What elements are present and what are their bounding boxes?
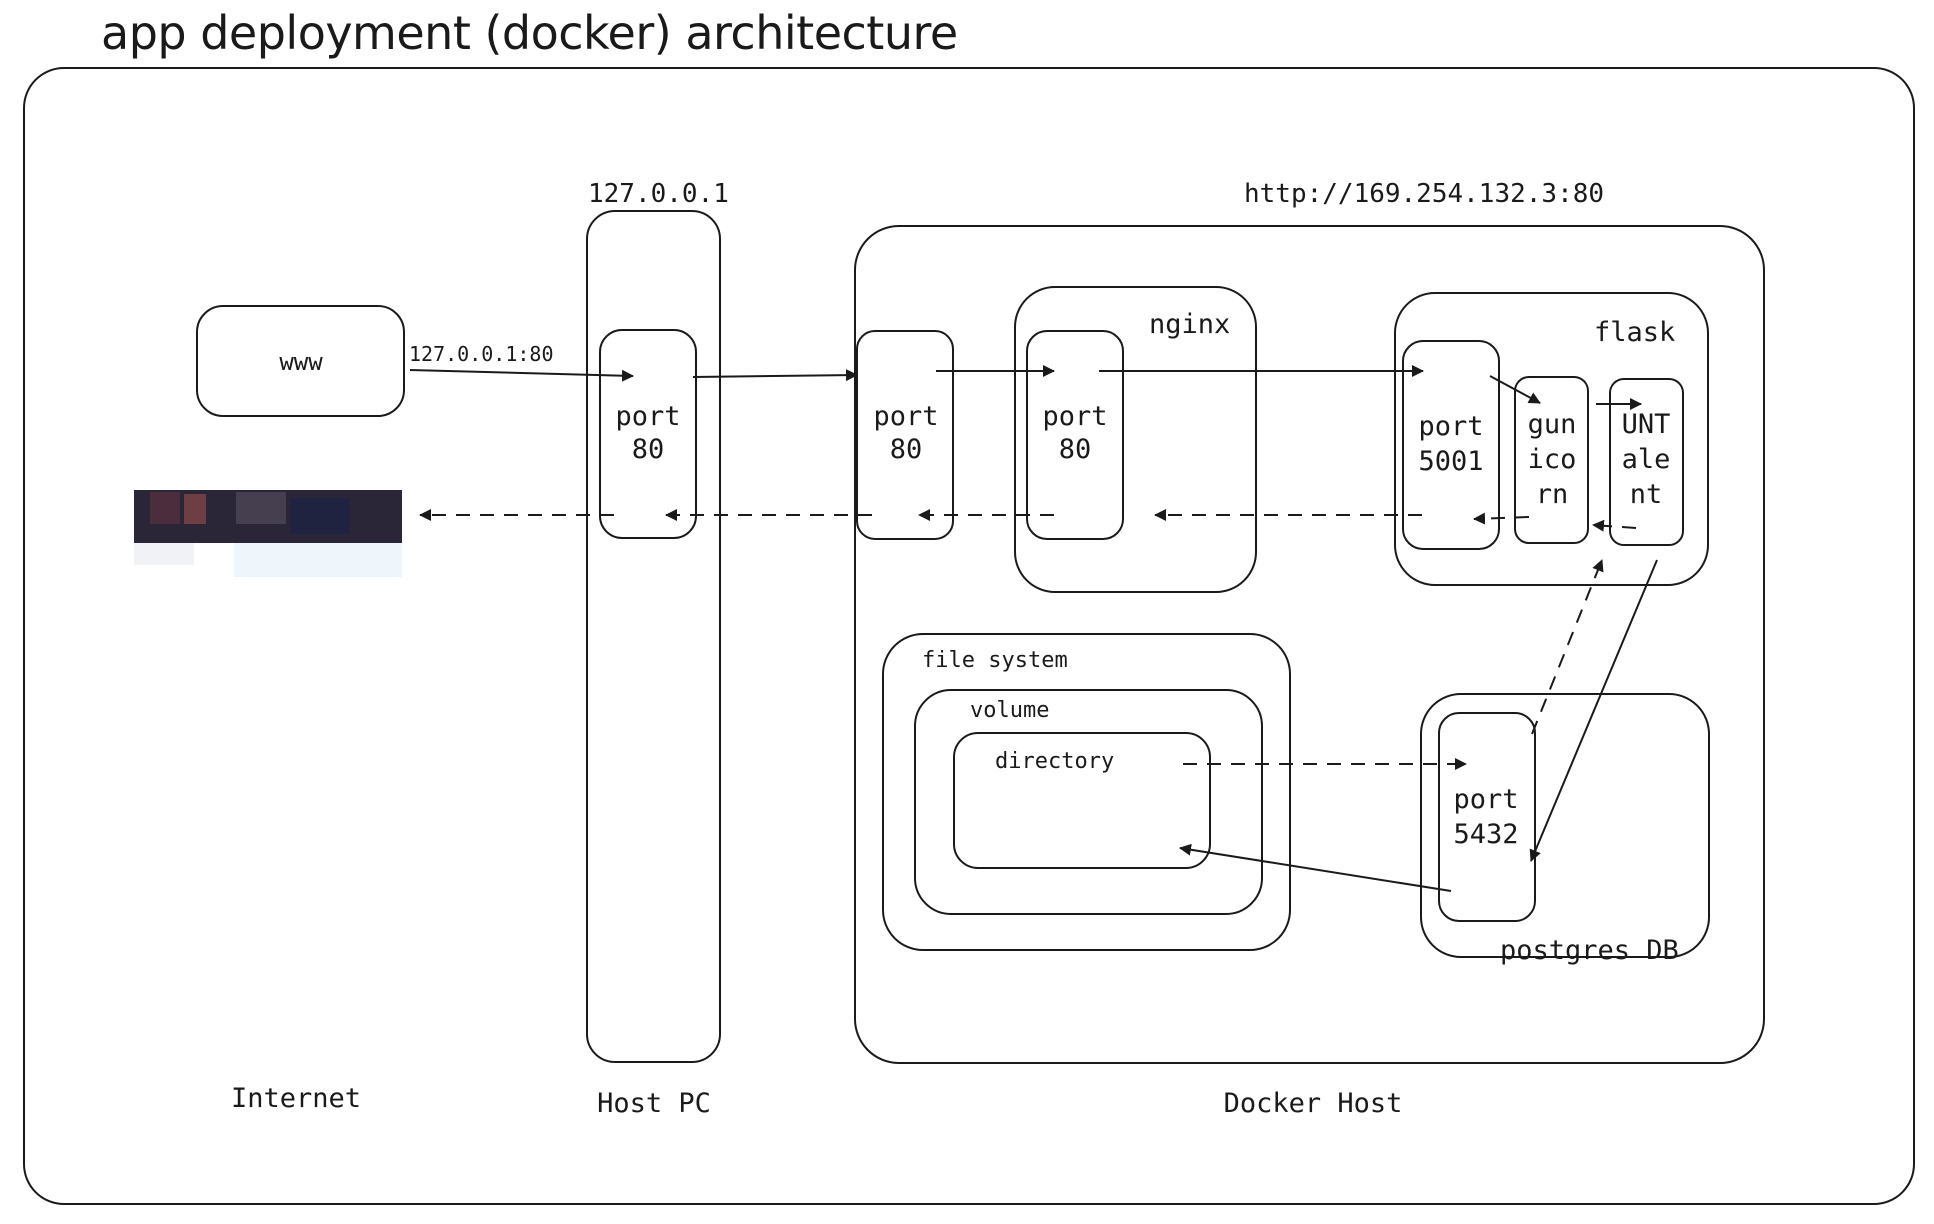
nginx-container xyxy=(1014,286,1257,593)
nginx-port-80 xyxy=(1026,330,1124,540)
postgres-container xyxy=(1420,693,1710,958)
www-address-label: 127.0.0.1:80 xyxy=(409,342,554,366)
gunicorn-label-line3: rn xyxy=(1536,479,1569,510)
flask-port-5001 xyxy=(1402,340,1500,550)
response-arrow-postgres-to-untalent xyxy=(1531,559,1604,735)
gunicorn-label-line2: ico xyxy=(1528,444,1577,475)
write-arrow-postgres-to-directory xyxy=(1179,843,1452,892)
untalent-node xyxy=(1609,378,1684,546)
host-port-label-line2: 80 xyxy=(632,434,665,465)
volume-label: volume xyxy=(970,698,1049,723)
untalent-label-line2: ale xyxy=(1622,444,1671,475)
file-system-label: file system xyxy=(922,648,1068,673)
docker-host-zone-label: Docker Host xyxy=(1224,1088,1403,1119)
flask-port-label-line2: 5001 xyxy=(1418,446,1483,477)
postgres-port-label-line2: 5432 xyxy=(1453,819,1518,850)
response-arrow-gunicorn-to-flask xyxy=(1473,512,1530,525)
flask-label: flask xyxy=(1594,317,1675,348)
docker-host-address: http://169.254.132.3:80 xyxy=(1244,179,1604,209)
request-arrow-flask-to-gunicorn xyxy=(1489,375,1541,404)
flask-container xyxy=(1394,292,1709,586)
nginx-port-label-line1: port xyxy=(1042,401,1107,432)
gunicorn-label-line1: gun xyxy=(1528,409,1577,440)
gunicorn-node xyxy=(1514,376,1589,544)
request-arrow-www-to-host xyxy=(409,369,634,382)
www-label: www xyxy=(279,348,323,376)
host-pc-zone-label: Host PC xyxy=(597,1088,711,1119)
docker-host-zone xyxy=(854,225,1765,1064)
docker-port-80 xyxy=(856,330,954,540)
internet-zone-label: Internet xyxy=(231,1083,361,1114)
untalent-label-line3: nt xyxy=(1630,479,1663,510)
untalent-label-line1: UNT xyxy=(1622,409,1671,440)
request-arrow-host-to-docker xyxy=(692,369,858,382)
postgres-port-5432 xyxy=(1438,712,1536,922)
host-port-label-line1: port xyxy=(615,401,680,432)
diagram-title: app deployment (docker) architecture xyxy=(101,6,958,60)
redacted-block xyxy=(134,490,402,577)
directory-node xyxy=(953,732,1211,869)
nginx-label: nginx xyxy=(1149,309,1230,340)
postgres-port-label-line1: port xyxy=(1453,784,1518,815)
docker-port-label-line2: 80 xyxy=(890,434,923,465)
outer-frame xyxy=(23,67,1915,1205)
host-port-80 xyxy=(599,329,697,539)
query-arrow-untalent-to-postgres xyxy=(1529,559,1658,862)
docker-port-label-line1: port xyxy=(873,401,938,432)
file-system-container xyxy=(882,633,1291,951)
directory-label: directory xyxy=(995,749,1114,774)
host-pc-address: 127.0.0.1 xyxy=(588,179,729,209)
volume-container xyxy=(914,689,1263,915)
flask-port-label-line1: port xyxy=(1418,411,1483,442)
response-arrow-untalent-to-gunicorn xyxy=(1592,519,1637,532)
postgres-label: postgres DB xyxy=(1500,935,1679,966)
nginx-port-label-line2: 80 xyxy=(1059,434,1092,465)
host-pc-zone xyxy=(586,210,721,1063)
www-node xyxy=(196,305,405,417)
